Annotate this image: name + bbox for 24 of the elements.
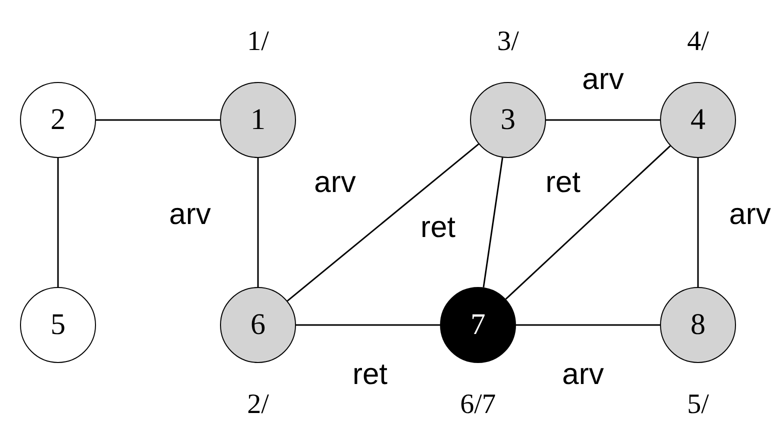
graph-vertex: 8 (660, 287, 736, 363)
graph-vertex: 6 (220, 287, 296, 363)
graph-vertex: 2 (20, 82, 96, 158)
vertex-time-label: 2/ (247, 389, 269, 421)
graph-vertex: 7 (440, 287, 516, 363)
edge-line (505, 145, 671, 300)
edge-line (286, 144, 480, 302)
graph-vertex: 1 (220, 82, 296, 158)
vertex-time-label: 3/ (497, 26, 519, 58)
edge-line (697, 158, 699, 287)
vertex-time-label: 4/ (687, 26, 709, 58)
vertex-time-label: 6/7 (460, 389, 496, 421)
graph-vertex: 4 (660, 82, 736, 158)
edge-line (296, 324, 440, 326)
graph-vertex: 5 (20, 287, 96, 363)
edge-line (96, 119, 220, 121)
edge-line (546, 119, 660, 121)
edge-line (516, 324, 660, 326)
vertex-time-label: 1/ (247, 26, 269, 58)
graph-vertex: 3 (470, 82, 546, 158)
edge-line (482, 157, 504, 288)
vertex-time-label: 5/ (687, 389, 709, 421)
edge-line (57, 158, 59, 287)
edge-line (257, 158, 259, 287)
